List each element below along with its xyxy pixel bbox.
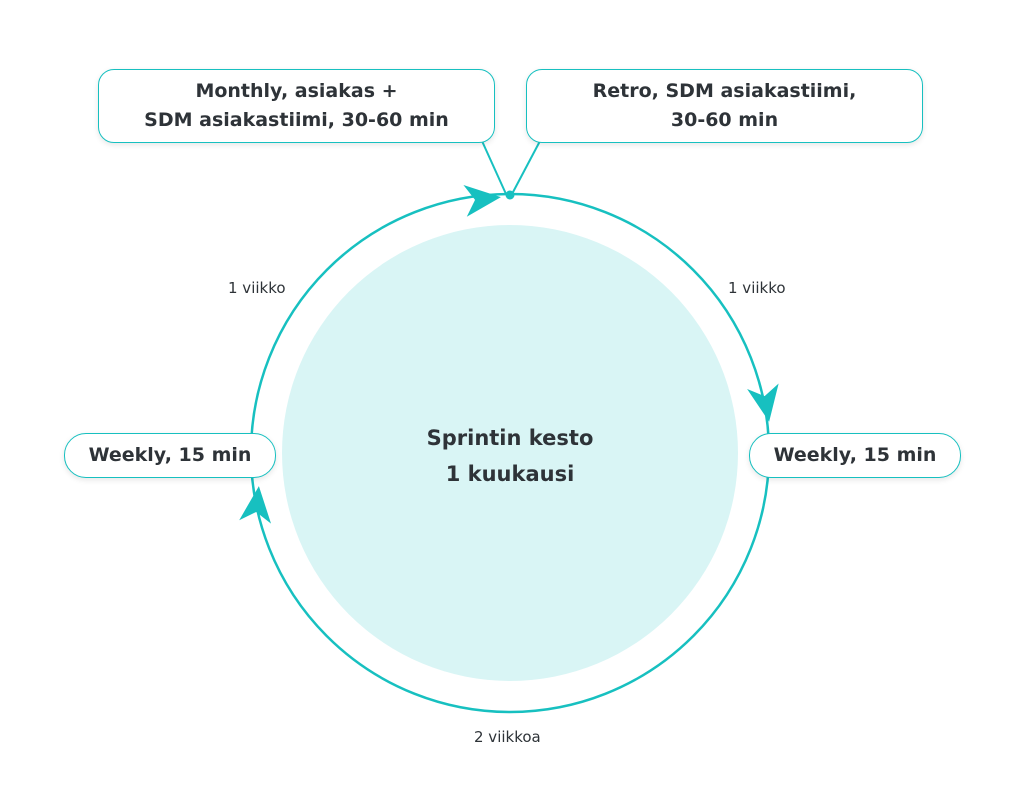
arrow-left-icon xyxy=(239,486,272,524)
weekly-right-box: Weekly, 15 min xyxy=(749,433,961,478)
retro-meeting-label: Retro, SDM asiakastiimi, 30-60 min xyxy=(593,77,857,135)
sprint-duration-line-1: Sprintin kesto xyxy=(426,426,594,450)
arrow-top-icon xyxy=(463,184,501,217)
sprint-duration-line-2: 1 kuukausi xyxy=(445,462,575,486)
retro-meeting-box: Retro, SDM asiakastiimi, 30-60 min xyxy=(526,69,923,143)
connector-retro xyxy=(511,140,541,195)
sprint-duration-label: Sprintin kesto 1 kuukausi xyxy=(360,420,660,492)
monthly-meeting-box: Monthly, asiakas + SDM asiakastiimi, 30-… xyxy=(98,69,495,143)
interval-bottom: 2 viikkoa xyxy=(474,728,541,746)
monthly-meeting-label: Monthly, asiakas + SDM asiakastiimi, 30-… xyxy=(144,77,449,135)
arrow-right-icon xyxy=(747,383,779,422)
weekly-right-label: Weekly, 15 min xyxy=(773,444,937,466)
connector-monthly xyxy=(481,140,507,195)
weekly-left-label: Weekly, 15 min xyxy=(88,444,252,466)
weekly-left-box: Weekly, 15 min xyxy=(64,433,276,478)
interval-top-right: 1 viikko xyxy=(728,279,786,297)
monthly-line-1: Monthly, asiakas + xyxy=(195,80,398,102)
retro-line-1: Retro, SDM asiakastiimi, xyxy=(592,80,857,102)
retro-line-2: 30-60 min xyxy=(670,109,779,131)
center-disc xyxy=(282,225,738,681)
interval-top-left: 1 viikko xyxy=(228,279,286,297)
connector-dot xyxy=(505,190,515,200)
monthly-line-2: SDM asiakastiimi, 30-60 min xyxy=(144,109,449,131)
